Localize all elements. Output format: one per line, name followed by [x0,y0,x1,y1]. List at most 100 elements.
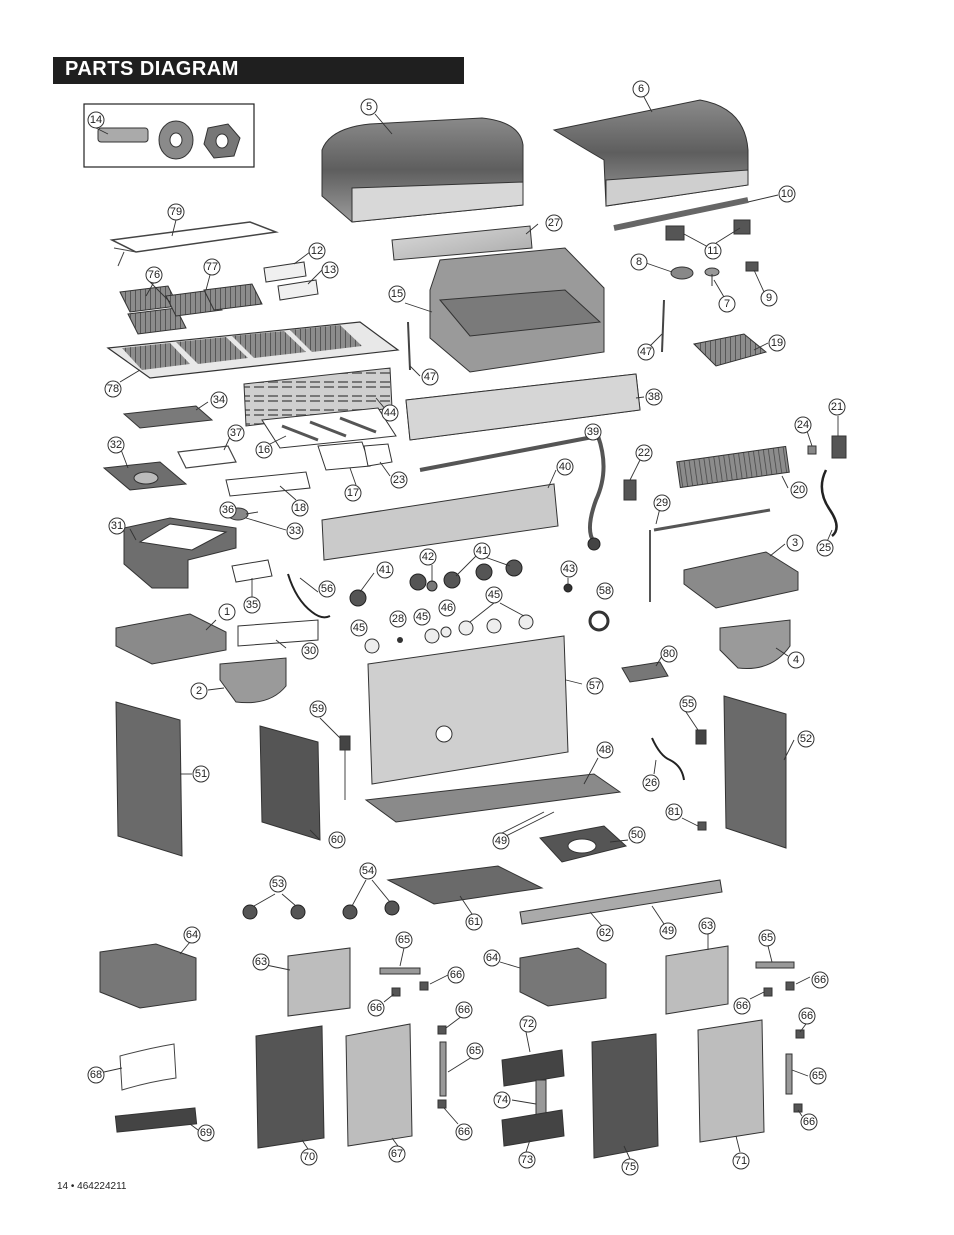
svg-text:50: 50 [631,829,643,841]
svg-text:66: 66 [803,1116,815,1128]
callout-49-lower: 49 [659,922,677,940]
svg-text:19: 19 [771,337,783,349]
svg-text:65: 65 [761,932,773,944]
callout-76: 76 [145,266,163,284]
svg-text:66: 66 [814,974,826,986]
svg-text:10: 10 [781,188,793,200]
svg-text:38: 38 [648,391,660,403]
svg-text:74: 74 [496,1094,508,1106]
callout-47-left: 47 [421,368,439,386]
svg-text:1: 1 [224,606,230,618]
callout-5: 5 [360,98,378,116]
svg-text:56: 56 [321,583,333,595]
callout-66-d: 66 [733,997,751,1015]
svg-text:72: 72 [522,1018,534,1030]
callout-54: 54 [359,862,377,880]
callout-65-c: 65 [466,1042,484,1060]
callout-66-c: 66 [811,971,829,989]
callout-53: 53 [269,875,287,893]
callout-58: 58 [596,582,614,600]
callout-57: 57 [586,677,604,695]
svg-text:31: 31 [111,520,123,532]
callout-72: 72 [519,1015,537,1033]
svg-text:77: 77 [206,261,218,273]
callout-26: 26 [642,774,660,792]
callout-48: 48 [596,741,614,759]
svg-text:53: 53 [272,878,284,890]
svg-text:47: 47 [640,346,652,358]
svg-text:42: 42 [422,551,434,563]
svg-text:66: 66 [458,1126,470,1138]
callout-64-right: 64 [483,949,501,967]
callout-37: 37 [227,424,245,442]
callout-38: 38 [645,388,663,406]
svg-text:27: 27 [548,217,560,229]
svg-text:73: 73 [521,1154,533,1166]
callout-36: 36 [219,501,237,519]
svg-text:49: 49 [662,925,674,937]
svg-text:65: 65 [398,934,410,946]
callout-64-left: 64 [183,926,201,944]
callout-51: 51 [192,765,210,783]
svg-text:33: 33 [289,525,301,537]
callout-42: 42 [419,548,437,566]
svg-text:17: 17 [347,487,359,499]
callout-68: 68 [87,1066,105,1084]
callout-39: 39 [584,423,602,441]
svg-text:7: 7 [724,298,730,310]
callout-2: 2 [190,682,208,700]
svg-text:34: 34 [213,394,225,406]
callout-4: 4 [787,651,805,669]
callout-80: 80 [660,645,678,663]
callout-21: 21 [828,398,846,416]
callout-47-right: 47 [637,343,655,361]
svg-text:60: 60 [331,834,343,846]
svg-text:21: 21 [831,401,843,413]
callout-33: 33 [286,522,304,540]
svg-text:15: 15 [391,288,403,300]
svg-text:63: 63 [255,956,267,968]
callout-28: 28 [389,610,407,628]
callout-69: 69 [197,1124,215,1142]
callout-45-mid: 45 [413,608,431,626]
svg-text:20: 20 [793,484,805,496]
svg-text:58: 58 [599,585,611,597]
callout-46: 46 [438,599,456,617]
svg-text:2: 2 [196,685,202,697]
svg-text:39: 39 [587,426,599,438]
svg-text:61: 61 [468,916,480,928]
callout-67: 67 [388,1145,406,1163]
svg-text:75: 75 [624,1161,636,1173]
svg-text:65: 65 [812,1070,824,1082]
svg-text:8: 8 [636,256,642,268]
svg-text:25: 25 [819,542,831,554]
callout-31: 31 [108,517,126,535]
part-shapes [83,99,847,1159]
callout-52: 52 [797,730,815,748]
svg-text:45: 45 [353,622,365,634]
page-title: PARTS DIAGRAM [65,58,239,80]
callout-20: 20 [790,481,808,499]
svg-text:48: 48 [599,744,611,756]
svg-text:29: 29 [656,497,668,509]
callout-45-left: 45 [350,619,368,637]
callout-65-a: 65 [395,931,413,949]
svg-text:24: 24 [797,419,809,431]
callout-3: 3 [786,534,804,552]
svg-text:67: 67 [391,1148,403,1160]
callout-81: 81 [665,803,683,821]
svg-text:41: 41 [379,564,391,576]
callout-77: 77 [203,258,221,276]
svg-text:22: 22 [638,447,650,459]
svg-text:66: 66 [801,1010,813,1022]
callouts: 1 2 3 4 5 6 7 8 9 10 11 12 13 14 15 16 1… [87,80,846,1176]
callout-41-right: 41 [473,542,491,560]
svg-text:26: 26 [645,777,657,789]
svg-text:80: 80 [663,648,675,660]
svg-text:66: 66 [450,969,462,981]
svg-text:11: 11 [707,245,718,257]
svg-text:45: 45 [416,611,428,623]
callout-45-right: 45 [485,586,503,604]
callout-34: 34 [210,391,228,409]
svg-text:23: 23 [393,474,405,486]
